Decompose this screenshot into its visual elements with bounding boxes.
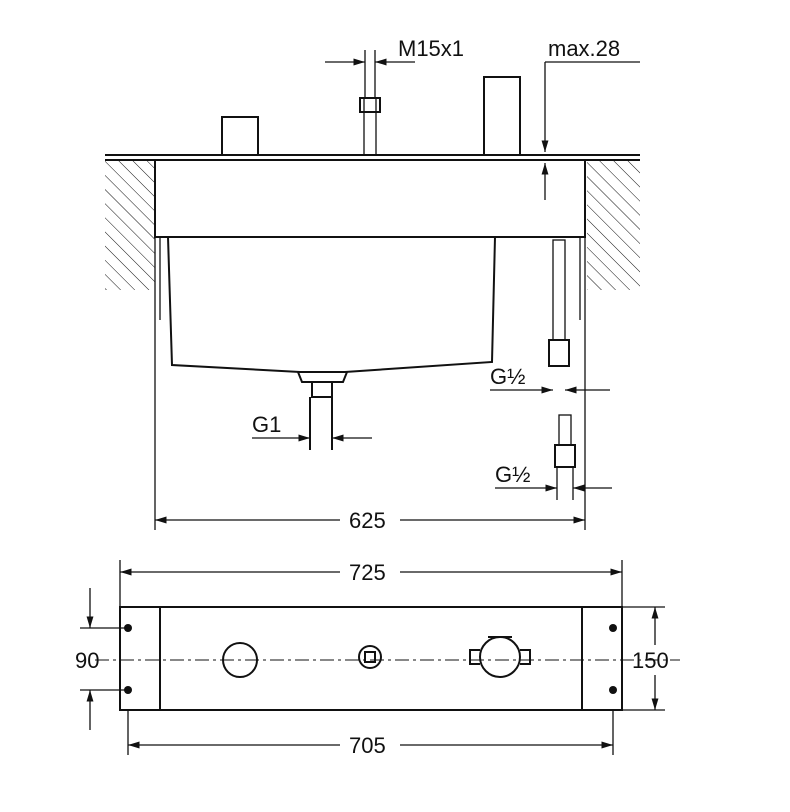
fixture-hole xyxy=(222,642,258,678)
hose-upper xyxy=(552,239,566,341)
width-705-label: 705 xyxy=(349,733,386,758)
right-wall-hatch xyxy=(587,160,640,290)
side-section-view: M15x1 max.28 G1 G½ G½ 625 xyxy=(105,36,640,533)
width-625-label: 625 xyxy=(349,508,386,533)
screw-icons xyxy=(124,624,617,694)
center-hose xyxy=(363,97,377,156)
hose-lower-label: G½ xyxy=(495,462,530,487)
basin xyxy=(167,236,496,373)
width-725-label: 725 xyxy=(349,560,386,585)
hose-lower xyxy=(558,414,572,446)
box-frame xyxy=(154,159,586,238)
thread-label: M15x1 xyxy=(398,36,464,61)
spout xyxy=(483,76,521,156)
depth-150-label: 150 xyxy=(632,648,669,673)
drain-label: G1 xyxy=(252,412,281,437)
max-thickness-label: max.28 xyxy=(548,36,620,61)
hose-hole xyxy=(358,645,382,669)
plan-view: 725 705 90 150 xyxy=(75,560,680,758)
hose-upper-label: G½ xyxy=(490,364,525,389)
spacing-90-label: 90 xyxy=(75,648,99,673)
drain xyxy=(297,371,348,383)
left-wall-hatch xyxy=(105,160,155,290)
box-outline xyxy=(119,606,623,711)
spout-hole xyxy=(479,636,521,678)
left-fixture xyxy=(221,116,259,156)
